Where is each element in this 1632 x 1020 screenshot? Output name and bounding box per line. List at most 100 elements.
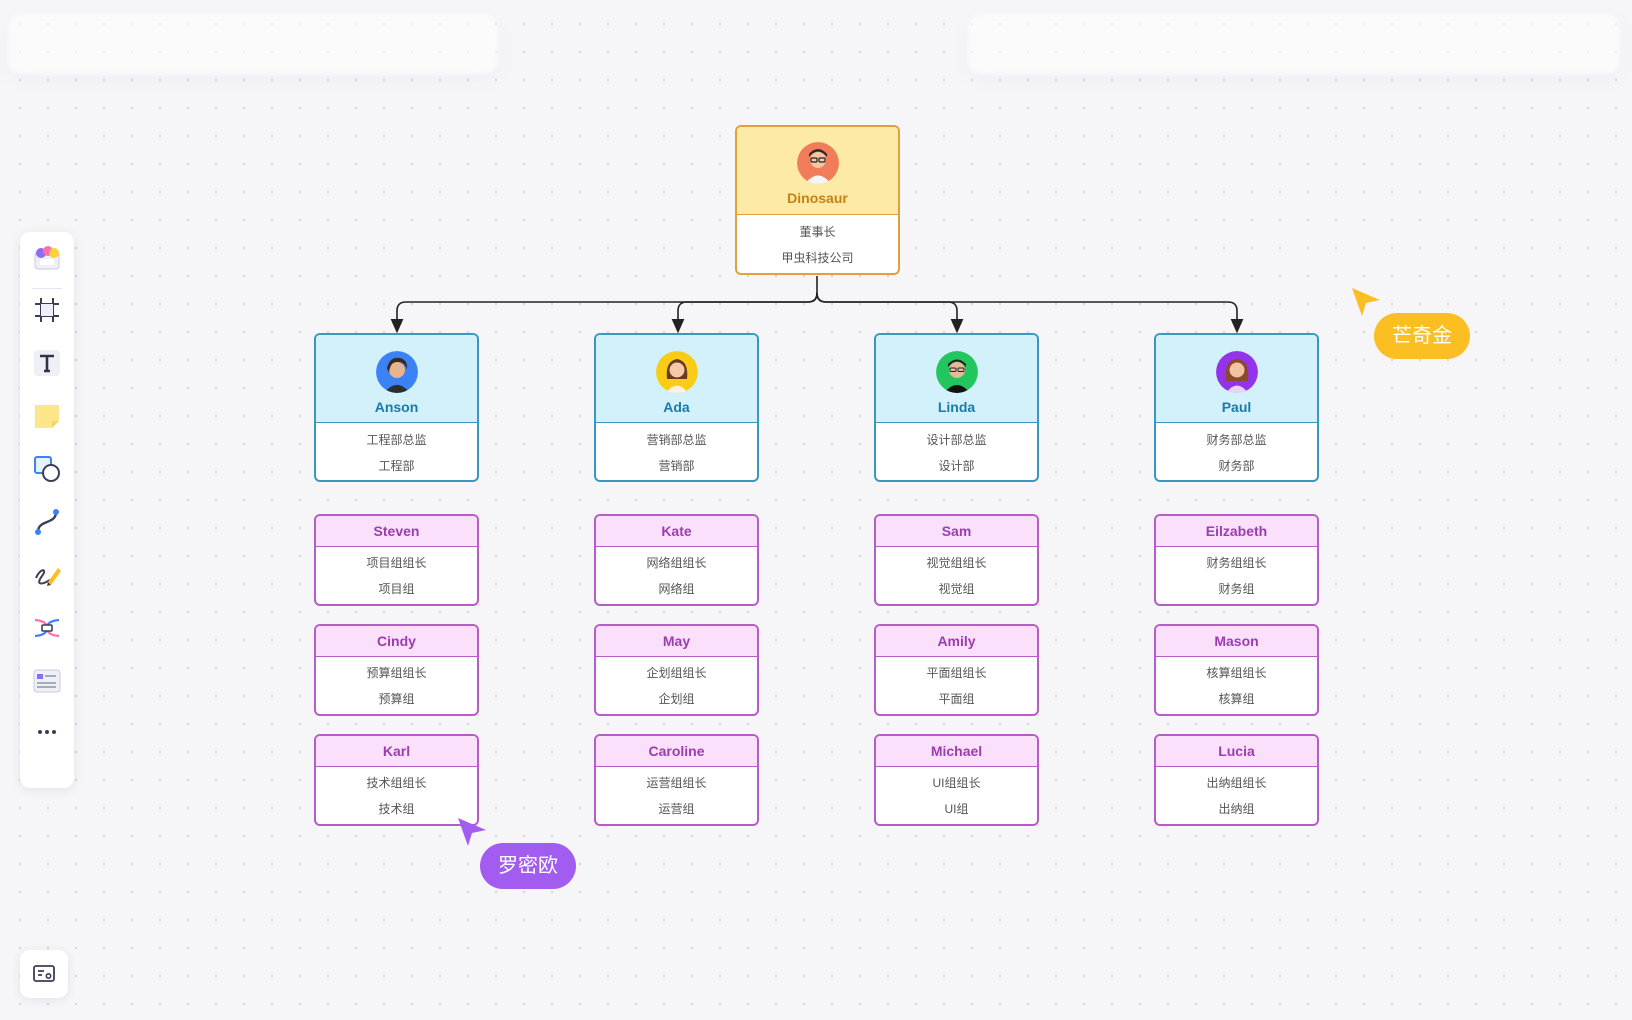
cursor-arrow-icon [1352,288,1380,316]
node-header: Dinosaur [737,127,898,215]
avatar [935,351,978,393]
node-body: 企划组组长企划组 [596,657,757,714]
node-title: 企划组组长 [646,666,707,680]
node-dept: 财务组 [1218,582,1255,596]
map-icon [33,965,55,982]
connector-line [671,292,818,334]
node-name: Sam [941,523,972,539]
node-title: 核算组组长 [1206,666,1267,680]
node-dept: 出纳组 [1218,802,1255,816]
node-name: May [662,633,691,649]
templates-icon[interactable] [31,242,63,274]
node-body: 网络组组长网络组 [596,547,757,604]
org-node-team[interactable]: Sam 视觉组组长视觉组 [874,514,1039,606]
node-header: Eilzabeth [1156,516,1317,547]
minimap-toggle-button[interactable] [20,950,68,998]
node-dept: 企划组 [658,692,695,706]
sticky-note-icon[interactable] [31,400,63,432]
org-node-team[interactable]: Kate 网络组组长网络组 [594,514,759,606]
shapes-icon[interactable] [31,453,63,485]
node-name: Cindy [377,633,416,649]
org-node-team[interactable]: Mason 核算组组长核算组 [1154,624,1319,716]
node-header: Ada [596,335,757,423]
node-title: 预算组组长 [366,666,427,680]
node-dept: 网络组 [658,582,695,596]
connector-icon[interactable] [31,506,63,538]
node-title: 设计部总监 [926,432,987,447]
node-body: 设计部总监 设计部 [876,423,1037,480]
org-node-team[interactable]: Lucia 出纳组组长出纳组 [1154,734,1319,826]
collaborator-cursor-label: 芒奇金 [1374,313,1470,359]
node-body: 技术组组长技术组 [316,767,477,824]
node-name: Steven [373,523,420,539]
node-body: 出纳组组长出纳组 [1156,767,1317,824]
node-name: Amily [937,633,976,649]
node-dept: 预算组 [378,692,415,706]
node-body: 运营组组长运营组 [596,767,757,824]
node-body: 财务组组长财务组 [1156,547,1317,604]
org-node-team[interactable]: Caroline 运营组组长运营组 [594,734,759,826]
node-header: Linda [876,335,1037,423]
node-name: Mason [1214,633,1259,649]
node-name: Kate [661,523,692,539]
node-title: 财务组组长 [1206,556,1267,570]
collaborator-cursor-label: 罗密欧 [480,843,576,889]
node-name: Linda [937,399,976,415]
node-name: Dinosaur [787,190,848,206]
node-title: 董事长 [799,224,836,239]
node-header: Lucia [1156,736,1317,767]
left-toolbar [20,232,74,788]
node-dept: 财务部 [1218,458,1255,473]
node-dept: 技术组 [378,802,415,816]
node-title: 项目组组长 [366,556,427,570]
top-left-bar-placeholder [8,14,498,74]
node-header: Kate [596,516,757,547]
pen-icon[interactable] [31,559,63,591]
node-title: 运营组组长 [646,776,707,790]
node-header: Anson [316,335,477,423]
org-node-manager[interactable]: Anson 工程部总监 工程部 [314,333,479,482]
org-node-team[interactable]: May 企划组组长企划组 [594,624,759,716]
node-dept: 平面组 [938,692,975,706]
mindmap-icon[interactable] [31,612,63,644]
text-icon[interactable] [31,347,63,379]
node-title: 财务部总监 [1206,432,1267,447]
node-body: 预算组组长预算组 [316,657,477,714]
node-header: Caroline [596,736,757,767]
avatar [375,351,418,393]
node-title: 视觉组组长 [926,556,987,570]
toolbar-divider [32,288,62,289]
node-body: 平面组组长平面组 [876,657,1037,714]
cursor-arrow-icon [458,818,486,846]
node-name: Paul [1221,399,1252,415]
connector-line [816,292,1244,334]
node-body: 核算组组长核算组 [1156,657,1317,714]
node-header: Steven [316,516,477,547]
node-dept: 营销部 [658,458,695,473]
node-title: 营销部总监 [646,432,707,447]
node-body: 营销部总监 营销部 [596,423,757,480]
org-node-team[interactable]: Eilzabeth 财务组组长财务组 [1154,514,1319,606]
org-node-team[interactable]: Steven 项目组组长项目组 [314,514,479,606]
node-header: Michael [876,736,1037,767]
org-node-manager[interactable]: Linda 设计部总监 设计部 [874,333,1039,482]
node-dept: 工程部 [378,458,415,473]
org-node-manager[interactable]: Paul 财务部总监 财务部 [1154,333,1319,482]
node-dept: 甲虫科技公司 [781,250,854,265]
org-node-team[interactable]: Cindy 预算组组长预算组 [314,624,479,716]
frame-icon[interactable] [31,294,63,326]
card-icon[interactable] [31,665,63,697]
node-header: Sam [876,516,1037,547]
node-name: Michael [930,743,983,759]
node-name: Ada [663,399,690,415]
more-icon[interactable] [31,716,63,748]
org-node-team[interactable]: Karl 技术组组长技术组 [314,734,479,826]
org-node-team[interactable]: Amily 平面组组长平面组 [874,624,1039,716]
top-right-bar-placeholder [968,14,1620,74]
node-header: Mason [1156,626,1317,657]
org-node-root[interactable]: Dinosaur 董事长 甲虫科技公司 [735,125,900,275]
org-node-manager[interactable]: Ada 营销部总监 营销部 [594,333,759,482]
node-name: Anson [374,399,419,415]
